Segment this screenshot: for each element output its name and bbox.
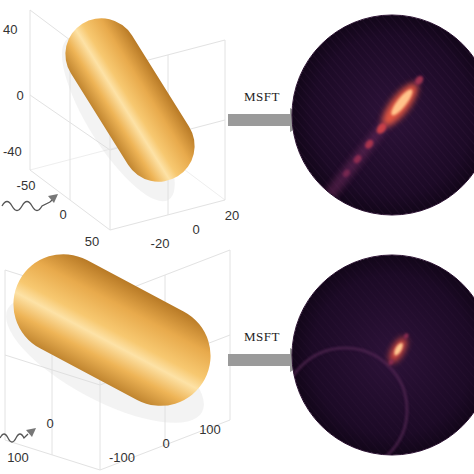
axis-tick: 0 (46, 417, 53, 432)
axis-tick: -100 (109, 451, 135, 466)
diffraction-pattern (242, 10, 474, 303)
axis-tick: -50 (17, 179, 36, 194)
axis-tick: 0 (162, 437, 169, 452)
detector-edge (292, 15, 474, 215)
capsule (40, 5, 216, 216)
diffraction-pattern (283, 250, 474, 472)
axis-tick: 0 (59, 208, 66, 223)
axis-tick: -40 (3, 145, 22, 160)
axis-tick: 50 (85, 235, 99, 250)
transform-label: MSFT (244, 330, 280, 345)
axis-tick: 20 (225, 209, 239, 224)
axis-tick: 100 (7, 451, 29, 466)
axis-tick: 100 (199, 423, 221, 438)
arrow-head (48, 194, 58, 203)
axis-tick: 0 (192, 223, 199, 238)
incident-wave (2, 196, 56, 211)
transform-label: MSFT (244, 90, 280, 105)
axis-tick: 40 (3, 23, 17, 38)
axis-tick: -20 (151, 237, 170, 252)
axis-tick: 0 (16, 89, 23, 104)
arrow-head (26, 428, 36, 437)
detector-edge (292, 255, 474, 455)
incident-wave (0, 434, 28, 442)
capsule (0, 237, 240, 448)
